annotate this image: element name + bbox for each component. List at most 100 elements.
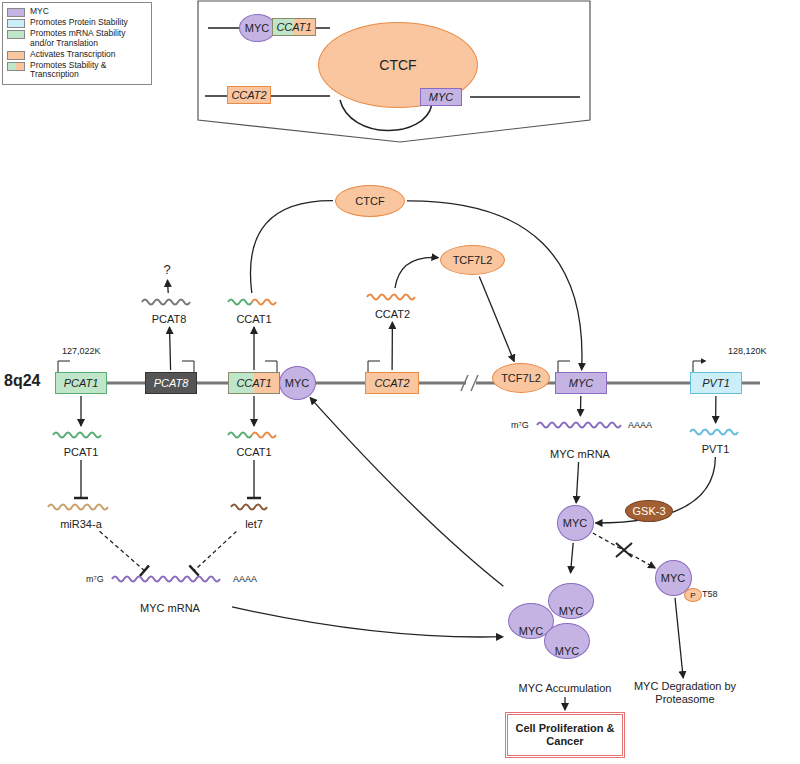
rna-label: CCAT1: [226, 428, 282, 458]
node-label: ?: [163, 262, 170, 277]
node-label: let7: [245, 518, 263, 530]
annotation: AAAA: [628, 420, 652, 430]
rna-strand: [48, 505, 108, 510]
node-label: MYC mRNA: [550, 448, 610, 460]
rna-label: CCAT2: [365, 290, 420, 320]
outcome-box: Cell Proliferation & Cancer: [505, 712, 625, 758]
legend-swatch: [7, 51, 25, 60]
split-swatch: [7, 62, 25, 71]
node-label: MYC Accumulation: [505, 682, 625, 695]
connector: [232, 607, 503, 637]
connector: [564, 697, 565, 710]
gene-box: PCAT8: [145, 372, 197, 394]
connector: [593, 533, 655, 568]
rna-strand: [142, 300, 190, 305]
protein-circle: MYC: [548, 583, 594, 619]
rna-squiggle: [365, 290, 420, 304]
annotation: m⁷G: [86, 574, 104, 584]
rna-squiggle: [140, 295, 198, 309]
rna-squiggle: [110, 572, 230, 586]
legend-row: Activates Transcription: [7, 50, 147, 60]
rna-strand: [367, 295, 415, 300]
rna-strand: [228, 300, 252, 305]
connector: [170, 327, 171, 370]
protein-circle: MYC: [239, 14, 276, 42]
mrna-label: MYC mRNA: [110, 572, 230, 614]
node-label: CCAT1: [276, 21, 311, 33]
gene-box: PCAT1: [55, 372, 107, 394]
annotation: AAAA: [233, 574, 257, 584]
annotation: 8q24: [4, 372, 40, 390]
node-label: miR34-a: [60, 518, 102, 530]
legend-row: Promotes Protein Stability: [7, 18, 147, 28]
annotation: T58: [702, 589, 718, 599]
node-label: PCAT8: [154, 377, 189, 389]
rna-strand: [537, 423, 621, 428]
protein-blob: TCF7L2: [492, 363, 550, 393]
rna-label: PCAT1: [51, 428, 111, 458]
gene-box: CCAT1: [228, 372, 280, 394]
rna-label: miR34-a: [46, 500, 116, 530]
rna-squiggle: [535, 418, 625, 432]
connector: [80, 396, 81, 426]
connector: [167, 280, 169, 293]
mrna-label: MYC mRNA: [535, 418, 625, 460]
legend-text: Promotes Protein Stability: [30, 18, 128, 28]
connector: [571, 543, 574, 573]
node-label: MYC mRNA: [140, 602, 200, 614]
rna-label: CCAT1: [226, 295, 282, 325]
node-label: Cell Proliferation & Cancer: [508, 722, 622, 748]
text-node: ?: [160, 262, 174, 278]
node-label: PVT1: [702, 377, 730, 389]
rna-squiggle: [226, 428, 282, 442]
rna-strand: [53, 433, 101, 438]
gene-box: MYC: [555, 372, 607, 394]
connector: [253, 327, 254, 370]
legend-text: MYC: [30, 7, 49, 17]
protein-blob: TCF7L2: [440, 245, 505, 275]
node-label: MYC: [661, 572, 685, 584]
node-label: MYC: [545, 645, 589, 658]
inhibition-connector: [253, 460, 254, 498]
legend-swatch: [7, 8, 25, 17]
protein-blob: GSK-3: [625, 500, 673, 522]
inhibition-connector: [80, 460, 81, 498]
rna-strand: [252, 300, 276, 305]
protein-circle: MYC: [544, 623, 590, 659]
annotation: 127,022K: [62, 346, 101, 356]
legend-row: Promotes Stability & Transcription: [7, 61, 147, 81]
node-label: MYC Degradation by Proteasome: [634, 680, 736, 705]
node-label: MYC: [285, 377, 309, 389]
legend-row: MYC: [7, 7, 147, 17]
node-label: CCAT2: [374, 377, 409, 389]
rna-squiggle: [51, 428, 111, 442]
connector: [576, 462, 578, 503]
gene-box: CCAT2: [365, 372, 419, 394]
annotation: m⁷G: [511, 420, 529, 430]
legend-box: MYCPromotes Protein StabilityPromotes mR…: [2, 2, 152, 85]
legend-swatch: [7, 30, 25, 39]
node-label: GSK-3: [632, 505, 665, 517]
node-label: MYC: [245, 22, 269, 34]
connector: [479, 277, 514, 362]
node-label: TCF7L2: [501, 372, 541, 384]
connector: [596, 457, 716, 523]
node-label: PVT1: [702, 443, 730, 455]
connector: [675, 598, 683, 678]
node-label: CCAT1: [236, 446, 271, 458]
legend-row: Promotes mRNA Stability and/or Translati…: [7, 29, 147, 49]
inhibition-connector: [100, 531, 145, 570]
text-node: MYC Degradation by Proteasome: [620, 680, 750, 712]
rna-strand: [252, 433, 276, 438]
gene-box: CCAT2: [227, 86, 271, 104]
node-label: CCAT2: [231, 89, 266, 101]
connector: [407, 201, 582, 370]
inhibition-connector: [194, 531, 236, 570]
node-label: TCF7L2: [453, 254, 493, 266]
gene-box: MYC: [420, 88, 462, 106]
inset-frame: [198, 1, 590, 142]
node-label: PCAT1: [64, 446, 99, 458]
node-label: MYC: [549, 605, 593, 618]
rna-label: PVT1: [688, 425, 743, 455]
